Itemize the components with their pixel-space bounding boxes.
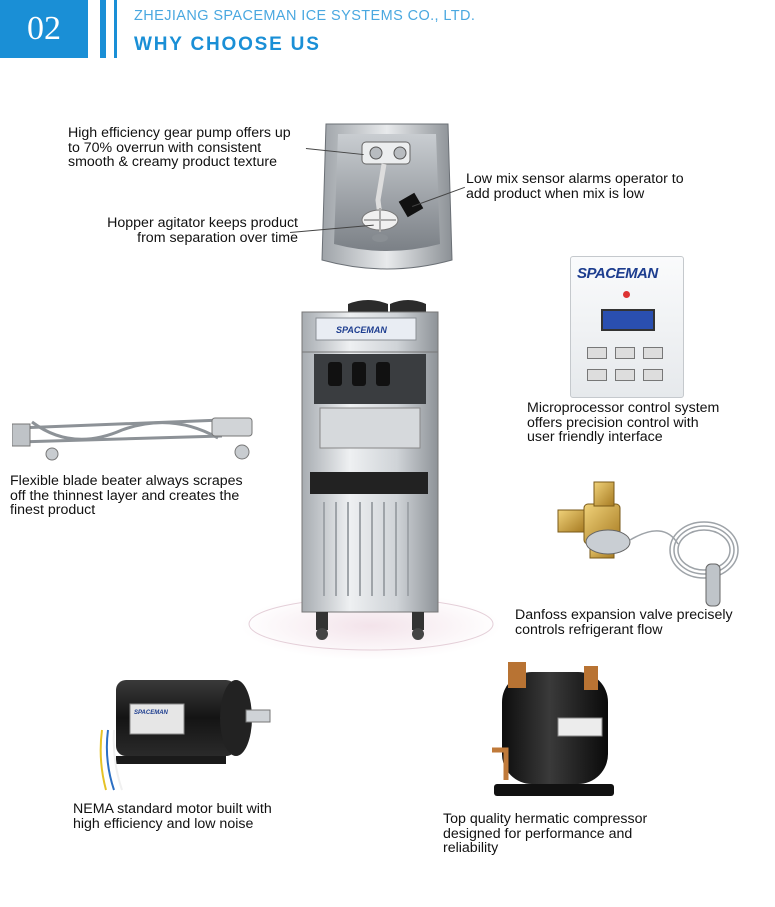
microprocessor-caption: Microprocessor control system offers pre… [527, 401, 719, 445]
caption-line: add product when mix is low [466, 185, 645, 202]
motor-caption: NEMA standard motor built with high effi… [73, 802, 272, 831]
compressor-image [492, 662, 614, 796]
caption-line: Hopper agitator keeps product [107, 215, 298, 231]
compressor-caption: Top quality hermatic compressor designed… [443, 812, 647, 856]
caption-line: Microprocessor control system [527, 400, 720, 416]
caption-line: to 70% overrun with consistent [68, 139, 262, 156]
caption-line: NEMA standard motor built with [73, 801, 272, 817]
caption-line: offers precision control with [527, 414, 699, 431]
caption-line: High efficiency gear pump offers up [68, 125, 291, 141]
machine-brand: SPACEMAN [336, 325, 387, 335]
caption-line: Top quality hermatic compressor [443, 811, 648, 827]
header-accent-bar [100, 0, 106, 58]
company-name: ZHEJIANG SPACEMAN ICE SYSTEMS CO., LTD. [134, 8, 476, 24]
control-panel-image: SPACEMAN [570, 256, 684, 398]
expansion-valve-image [557, 481, 739, 607]
gear-pump-caption: High efficiency gear pump offers up to 7… [68, 126, 291, 170]
header-accent-bar-thin [114, 0, 117, 58]
lcd-display [601, 309, 655, 331]
control-panel-brand: SPACEMAN [577, 265, 658, 282]
section-title: WHY CHOOSE US [134, 34, 321, 55]
motor-image: SPACEMAN [99, 680, 271, 791]
caption-line: Danfoss expansion valve precisely [515, 607, 733, 623]
caption-line: from separation over time [137, 229, 298, 246]
caption-line: controls refrigerant flow [515, 621, 663, 638]
button-grid [587, 347, 667, 387]
alarm-light [623, 291, 630, 298]
section-number: 02 [0, 0, 88, 58]
beater-caption: Flexible blade beater always scrapes off… [10, 474, 243, 518]
caption-line: Low mix sensor alarms operator to [466, 171, 684, 187]
caption-line: designed for performance and [443, 825, 633, 842]
caption-line: off the thinnest layer and creates the [10, 487, 240, 504]
caption-line: finest product [10, 502, 96, 518]
caption-line: smooth & creamy product texture [68, 154, 277, 170]
caption-line: high efficiency and low noise [73, 815, 254, 832]
caption-line: Flexible blade beater always scrapes [10, 473, 243, 489]
soft-serve-machine-image: SPACEMAN [241, 300, 501, 660]
caption-line: reliability [443, 840, 499, 856]
motor-brand: SPACEMAN [134, 710, 169, 716]
hopper-image [321, 123, 453, 270]
valve-caption: Danfoss expansion valve precisely contro… [515, 608, 733, 637]
beater-image [12, 417, 253, 461]
caption-line: user friendly interface [527, 429, 663, 445]
agitator-caption: Hopper agitator keeps product from separ… [84, 216, 298, 245]
low-mix-caption: Low mix sensor alarms operator to add pr… [466, 172, 684, 201]
